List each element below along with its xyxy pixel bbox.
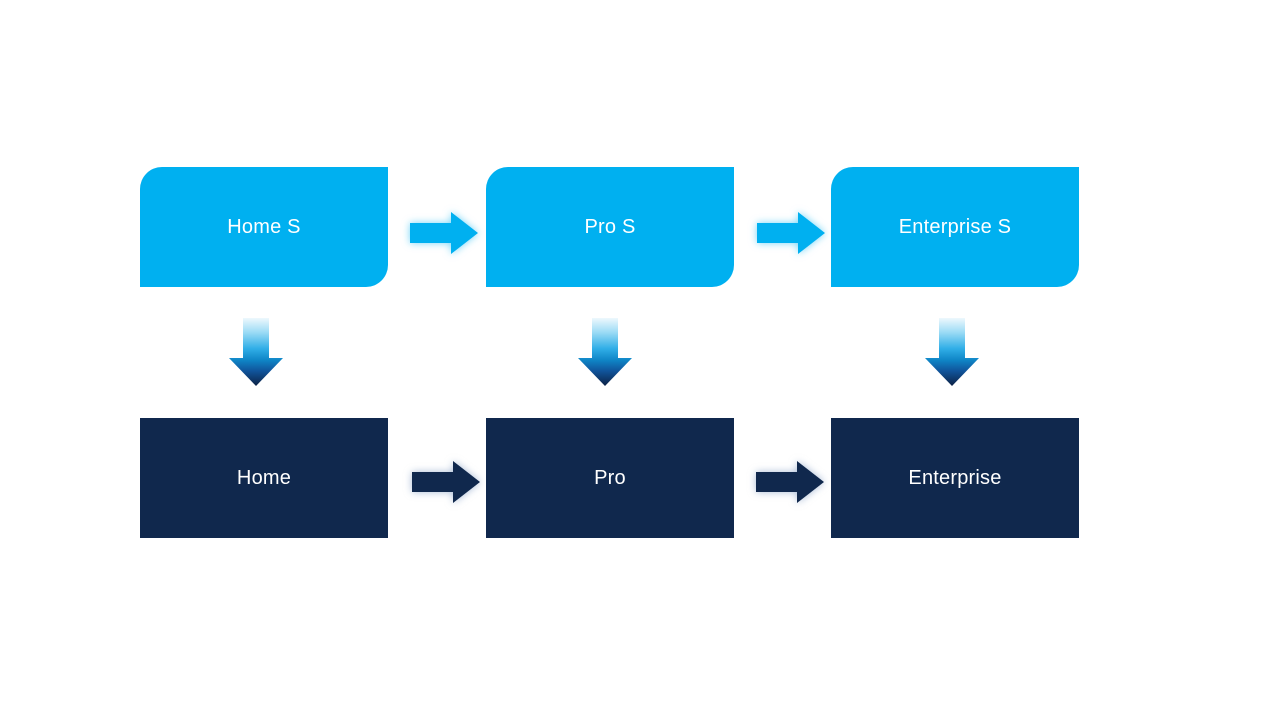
node-pro: Pro [486,418,734,538]
right-arrow-icon [412,461,480,503]
node-home-s: Home S [140,167,388,287]
right-arrow-icon [410,212,478,254]
down-arrow-icon [925,318,979,386]
right-arrow-icon [756,461,824,503]
node-enterprise: Enterprise [831,418,1079,538]
node-label: Enterprise [908,466,1002,489]
node-pro-s: Pro S [486,167,734,287]
node-enterprise-s: Enterprise S [831,167,1079,287]
node-label: Pro [594,466,626,489]
down-arrow-icon [229,318,283,386]
right-arrow-icon [757,212,825,254]
node-label: Home [236,466,292,489]
node-label: Pro S [584,215,636,238]
down-arrow-icon [578,318,632,386]
node-home: Home [140,418,388,538]
node-label: Enterprise S [898,215,1012,238]
node-label: Home S [227,215,301,238]
